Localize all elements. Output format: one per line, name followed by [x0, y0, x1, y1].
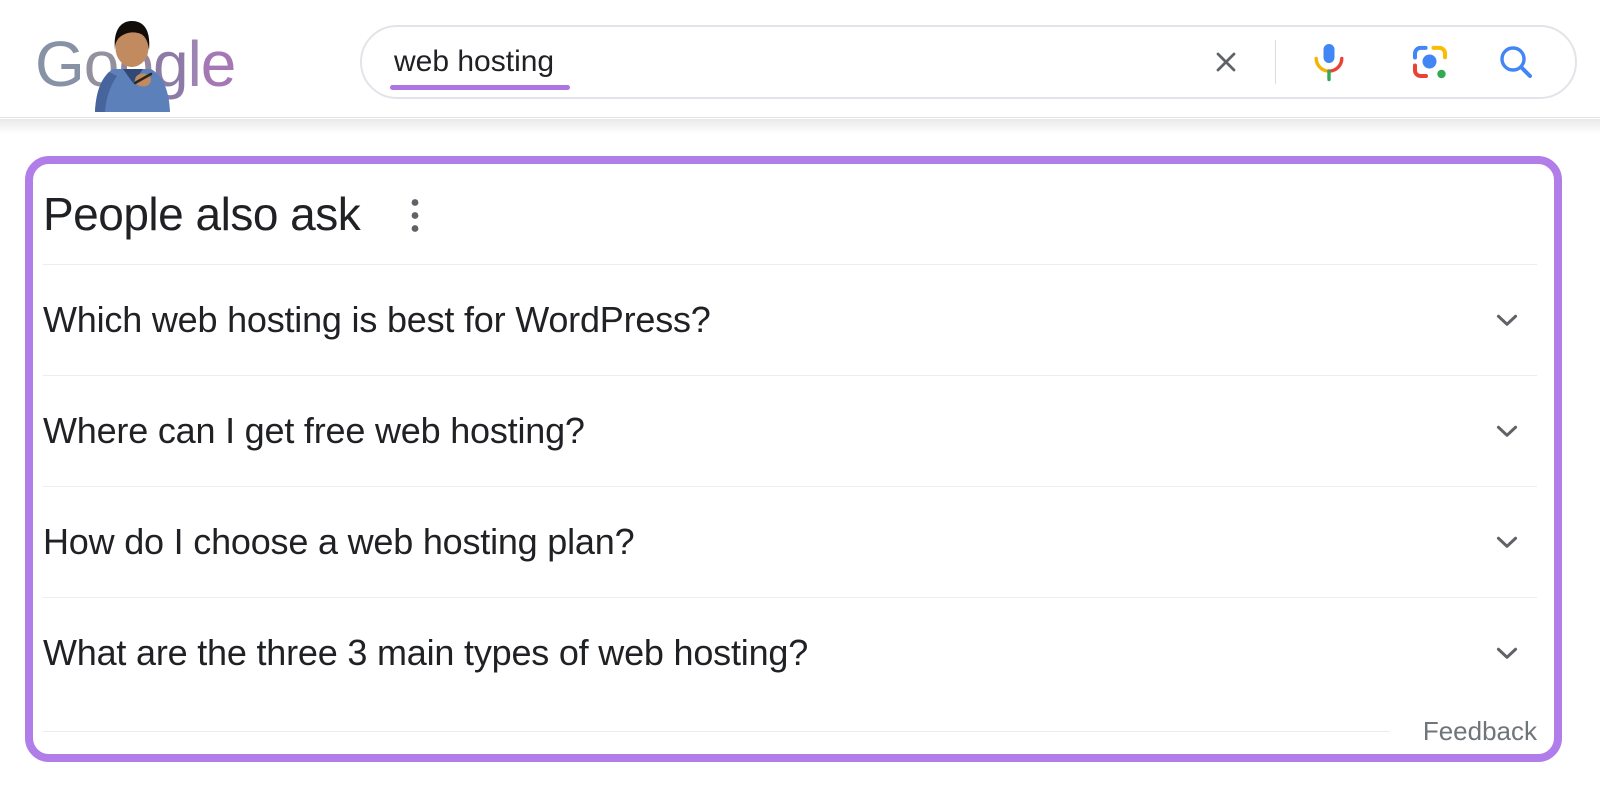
mic-icon[interactable]: [1305, 27, 1353, 97]
svg-text:Google: Google: [35, 28, 235, 100]
divider: [43, 486, 1537, 487]
chevron-down-icon[interactable]: [1492, 638, 1522, 668]
logo-letter: e: [201, 28, 236, 100]
divider: [43, 264, 1537, 265]
paa-question-text: Where can I get free web hosting?: [43, 410, 585, 451]
people-also-ask-highlight-box: People also ask Which web hosting is bes…: [25, 156, 1562, 762]
paa-question-row[interactable]: Where can I get free web hosting?: [43, 376, 1537, 486]
paa-header-row: People also ask: [43, 164, 1537, 264]
search-icon[interactable]: [1493, 27, 1539, 97]
header-shadow: [0, 119, 1600, 134]
search-header: Google: [0, 0, 1600, 118]
clear-icon[interactable]: [1208, 27, 1244, 97]
divider: [43, 597, 1537, 598]
logo-letter: G: [35, 28, 84, 100]
google-doodle-logo[interactable]: Google: [35, 10, 247, 114]
query-highlight-underline: [390, 85, 570, 90]
paa-question-text: Which web hosting is best for WordPress?: [43, 299, 711, 340]
search-box[interactable]: [360, 25, 1577, 99]
logo-letter: l: [188, 28, 201, 100]
paa-footer-row: Feedback: [43, 708, 1537, 754]
lens-icon[interactable]: [1406, 27, 1454, 97]
paa-question-row[interactable]: What are the three 3 main types of web h…: [43, 598, 1537, 708]
divider: [43, 730, 1390, 732]
paa-question-text: What are the three 3 main types of web h…: [43, 632, 809, 673]
chevron-down-icon[interactable]: [1492, 305, 1522, 335]
paa-question-row[interactable]: Which web hosting is best for WordPress?: [43, 265, 1537, 375]
search-bar-divider: [1275, 40, 1276, 84]
paa-title: People also ask: [43, 188, 361, 240]
google-doodle-logo-graphic: Google: [35, 21, 236, 112]
paa-question-row[interactable]: How do I choose a web hosting plan?: [43, 487, 1537, 597]
paa-question-text: How do I choose a web hosting plan?: [43, 521, 635, 562]
chevron-down-icon[interactable]: [1492, 527, 1522, 557]
doodle-person-illustration: [95, 21, 170, 112]
feedback-link[interactable]: Feedback: [1422, 715, 1537, 746]
chevron-down-icon[interactable]: [1492, 416, 1522, 446]
divider: [43, 375, 1537, 376]
more-options-icon[interactable]: [410, 196, 420, 236]
